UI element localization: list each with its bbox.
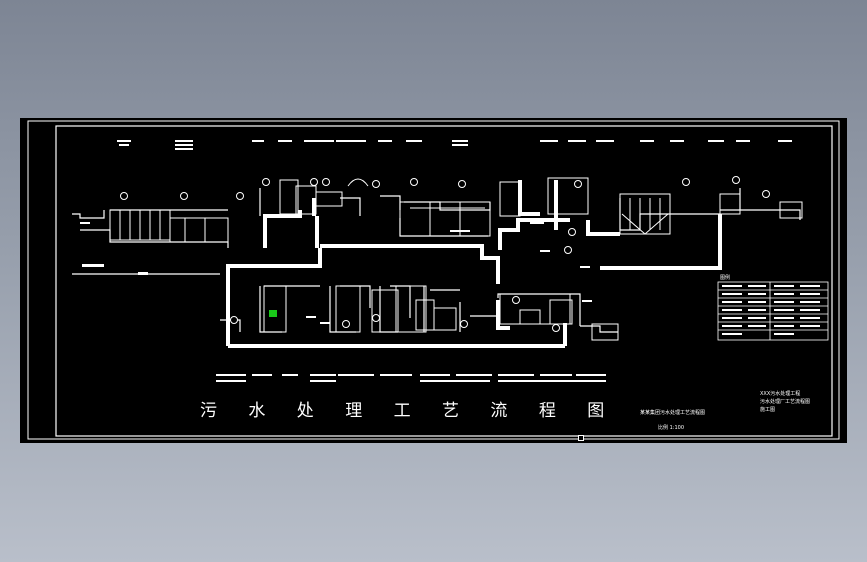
outer-frame: [27, 120, 840, 440]
instrument-tags: [120, 176, 770, 332]
title-block-line-3: 施工图: [760, 407, 776, 413]
title-block-line-2: 污水处理厂工艺流程图: [760, 399, 811, 405]
process-structures: [109, 177, 803, 341]
legend-table: [717, 281, 829, 341]
inner-frame: [55, 125, 833, 437]
drawing-title: 污 水 处 理 工 艺 流 程 图: [200, 401, 618, 421]
selected-equipment-marker: [269, 310, 277, 317]
cad-viewport[interactable]: 污 水 处 理 工 艺 流 程 图 图例 XXX污水处理工程 污水处理厂工艺流程…: [20, 118, 847, 443]
process-flow-drawing: [27, 120, 840, 440]
header-annotations: [117, 140, 792, 150]
main-pipes: [226, 180, 722, 348]
title-block-line-1: XXX污水处理工程: [760, 391, 801, 397]
legend-title: 图例: [720, 275, 731, 281]
scale-label: 比例 1:100: [658, 425, 684, 431]
project-label: 某某集团污水处理工艺流程图: [640, 410, 706, 416]
secondary-pipes: [72, 188, 801, 333]
pipe-labels: [80, 222, 592, 324]
bottom-annotations: [216, 374, 606, 382]
cursor-pickbox: [578, 435, 584, 441]
legend-entries: [722, 285, 820, 335]
